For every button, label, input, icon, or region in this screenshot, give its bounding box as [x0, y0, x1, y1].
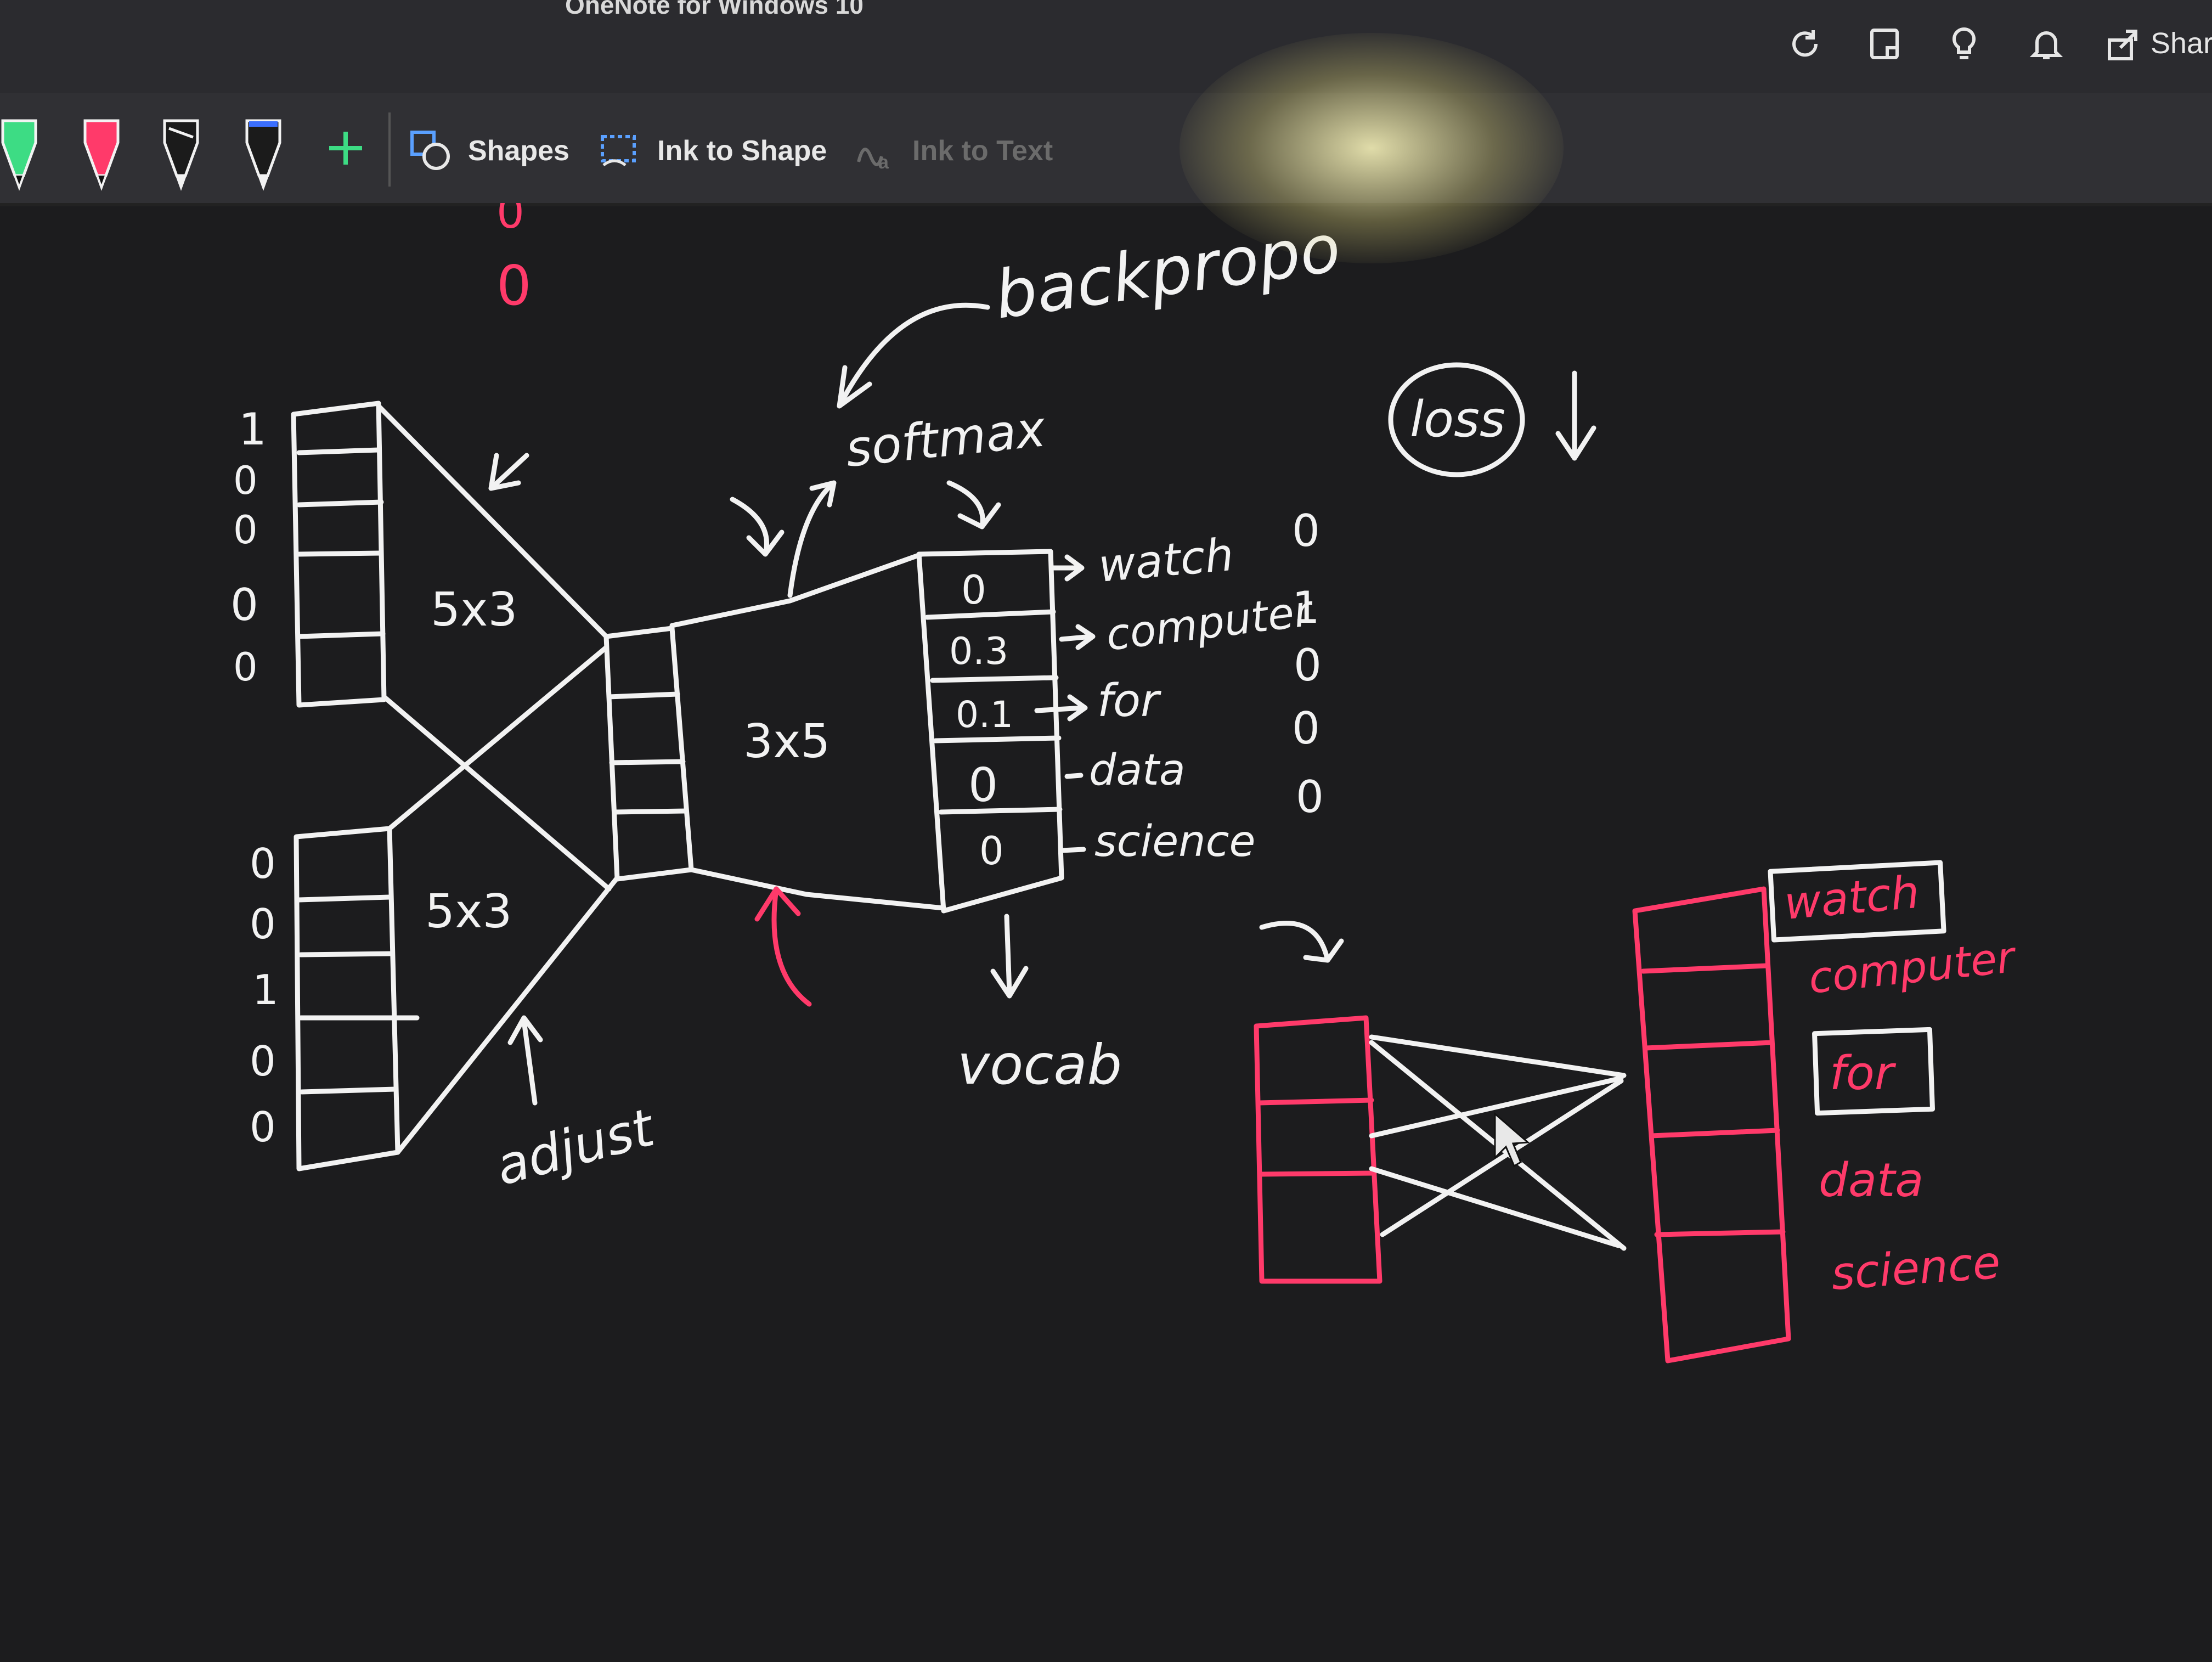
input-bottom-digit: 1: [252, 966, 279, 1014]
blue-pen-icon[interactable]: [241, 115, 285, 192]
output-vector-cells: [924, 609, 1063, 815]
target-value: 0: [1296, 771, 1324, 822]
pink-pen-icon[interactable]: [80, 115, 123, 192]
vocab-word: data: [1089, 746, 1186, 795]
bell-icon[interactable]: [2024, 22, 2068, 66]
loss-circle: [1388, 362, 1525, 477]
curved-arrow: [1259, 921, 1344, 963]
for-highlight-box: [1812, 1027, 1935, 1116]
pink-word: watch: [1782, 866, 1921, 930]
input-bottom-digit: 0: [250, 1037, 276, 1085]
output-value: 0.3: [949, 630, 1008, 673]
vocab-word: computer: [1103, 586, 1317, 661]
shapes-button[interactable]: Shapes: [409, 123, 569, 178]
vocab-arrow: [1064, 773, 1084, 779]
matrix-top-label: 5x3: [431, 583, 517, 637]
pink-word: for: [1830, 1046, 1897, 1101]
ink-to-text-label: Ink to Text: [912, 135, 1053, 167]
pink-digit: 0: [496, 253, 532, 318]
lightbulb-icon[interactable]: [1942, 22, 1986, 66]
hidden-layer-cells: [606, 691, 689, 815]
pink-hidden-vector: [1254, 1015, 1383, 1284]
softmax-arrow-left: [730, 497, 785, 557]
adjust-label: adjust: [489, 1097, 662, 1197]
shapes-label: Shapes: [468, 135, 569, 167]
hidden-layer: [603, 626, 694, 882]
vocab-down-arrow: [990, 914, 1029, 999]
matrix-out-label: 3x5: [743, 714, 830, 769]
vocab-label: vocab: [957, 1033, 1122, 1097]
vocab-arrow: [1051, 554, 1085, 582]
draw-ribbon: [0, 93, 2212, 206]
sync-icon[interactable]: [1783, 22, 1827, 66]
svg-text:a: a: [878, 152, 889, 173]
add-pen-button[interactable]: [324, 126, 368, 170]
weight-lines: [376, 403, 620, 1155]
ink-to-shape-label: Ink to Shape: [657, 135, 827, 167]
softmax-arrow-right: [946, 480, 1001, 529]
output-vector: [916, 549, 1064, 914]
pink-word: science: [1830, 1237, 2002, 1300]
shapes-icon: [410, 131, 450, 170]
target-value: 0: [1294, 640, 1322, 691]
ink-to-text-icon: a: [857, 148, 889, 173]
white-pen-icon[interactable]: [159, 115, 203, 192]
output-value: 0: [979, 829, 1004, 874]
target-value: 0: [1292, 505, 1320, 556]
vocab-arrow: [1059, 847, 1086, 853]
ink-to-shape-button[interactable]: Ink to Shape: [598, 123, 827, 178]
pink-word: data: [1819, 1153, 1923, 1208]
target-value: 1: [1292, 582, 1320, 633]
title-bar: OneNote for Windows 10 Share: [0, 0, 2212, 93]
input-top-digit: 1: [239, 404, 267, 455]
input-vector-bottom-cells: [296, 894, 420, 1095]
pink-hidden-cells: [1256, 1097, 1377, 1177]
ink-canvas[interactable]: 0 0 backpropo softmax loss 1 0 0 0 0 0 0…: [0, 187, 2212, 1659]
input-bottom-digit: 0: [250, 900, 276, 948]
vocab-arrow: [1059, 624, 1096, 650]
vocab-word: watch: [1096, 529, 1235, 593]
output-value: 0.1: [956, 694, 1013, 736]
output-value: 0: [961, 567, 986, 613]
backprop-arrow: [837, 302, 990, 409]
loss-label: loss: [1410, 391, 1505, 448]
input-top-digit: 0: [230, 579, 258, 630]
input-bottom-digit: 0: [250, 840, 276, 888]
output-weight-lines: [669, 551, 946, 911]
input-top-digit: 0: [233, 508, 258, 553]
loss-down-arrow: [1555, 370, 1596, 461]
ink-to-shape-icon: [601, 135, 636, 167]
adjust-arrow-bottom: [507, 1015, 543, 1106]
ribbon-separator: [388, 112, 391, 187]
input-bottom-digit: 0: [250, 1103, 276, 1151]
input-vector-bottom: [294, 826, 400, 1171]
ink-to-text-button[interactable]: a Ink to Text: [853, 123, 1053, 178]
green-pen-icon[interactable]: [0, 115, 41, 192]
adjust-arrow-top: [488, 453, 529, 491]
backprop-label: backpropo: [990, 210, 1345, 334]
input-top-digit: 0: [233, 458, 258, 503]
softmax-arrow: [787, 480, 837, 598]
pink-digit: 0: [496, 203, 524, 238]
softmax-label: softmax: [843, 400, 1049, 478]
watch-highlight-box: [1768, 860, 1946, 943]
output-value: 0: [968, 758, 998, 813]
share-icon[interactable]: [2101, 22, 2145, 66]
input-top-digit: 0: [233, 645, 258, 690]
app-title: OneNote for Windows 10: [565, 0, 864, 19]
mouse-cursor-icon: [1494, 1112, 1530, 1168]
share-button[interactable]: Share: [2151, 27, 2212, 60]
pink-output-cells: [1640, 963, 1786, 1237]
input-vector-top-cells: [296, 447, 386, 639]
matrix-bottom-label: 5x3: [425, 884, 512, 939]
vocab-arrow: [1034, 694, 1088, 722]
pink-word: computer: [1807, 933, 2019, 1004]
pink-output-vector: [1632, 886, 1791, 1364]
page-icon[interactable]: [1863, 22, 1906, 66]
vocab-word: for: [1097, 675, 1161, 727]
target-value: 0: [1292, 703, 1320, 754]
backprop-red-arrow: [754, 886, 812, 1007]
vocab-word: science: [1094, 817, 1256, 866]
